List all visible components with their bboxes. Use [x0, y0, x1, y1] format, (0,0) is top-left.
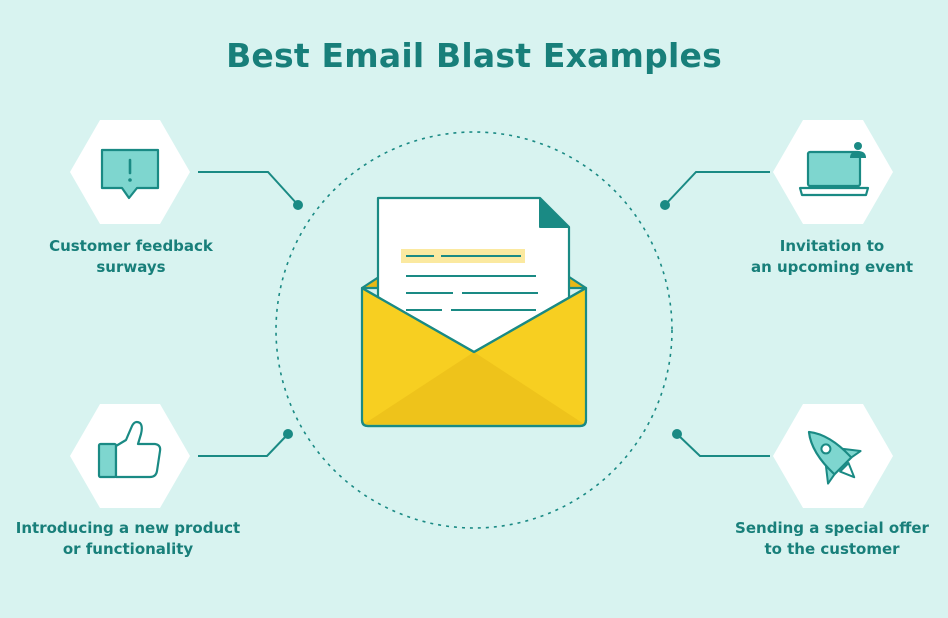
- label-line: or functionality: [62, 540, 194, 558]
- open-envelope-letter-icon: [360, 196, 588, 428]
- thumbs-up-icon: [97, 420, 162, 479]
- label-new-product: Introducing a new product or functionali…: [6, 518, 250, 560]
- connector-bottom-left: [198, 429, 293, 457]
- label-line: Introducing a new product: [15, 519, 241, 537]
- label-line: an upcoming event: [750, 258, 914, 276]
- label-line: to the customer: [764, 540, 900, 558]
- connector-top-left: [198, 171, 303, 210]
- label-event-invitation: Invitation to an upcoming event: [718, 236, 946, 278]
- label-line: surways: [96, 258, 166, 276]
- label-customer-feedback: Customer feedback surways: [18, 236, 244, 278]
- laptop-user-icon: [798, 142, 870, 197]
- label-line: Sending a special offer: [735, 519, 929, 537]
- label-line: Customer feedback: [49, 237, 213, 255]
- rocket-icon: [807, 430, 862, 485]
- connector-bottom-right: [672, 429, 770, 457]
- dashed-orbit-circle: [275, 131, 673, 529]
- label-line: Invitation to: [779, 237, 885, 255]
- diagram-title: Best Email Blast Examples: [226, 36, 722, 75]
- connector-top-right: [660, 171, 770, 210]
- label-special-offer: Sending a special offer to the customer: [722, 518, 942, 560]
- alert-speech-bubble-icon: [100, 148, 160, 200]
